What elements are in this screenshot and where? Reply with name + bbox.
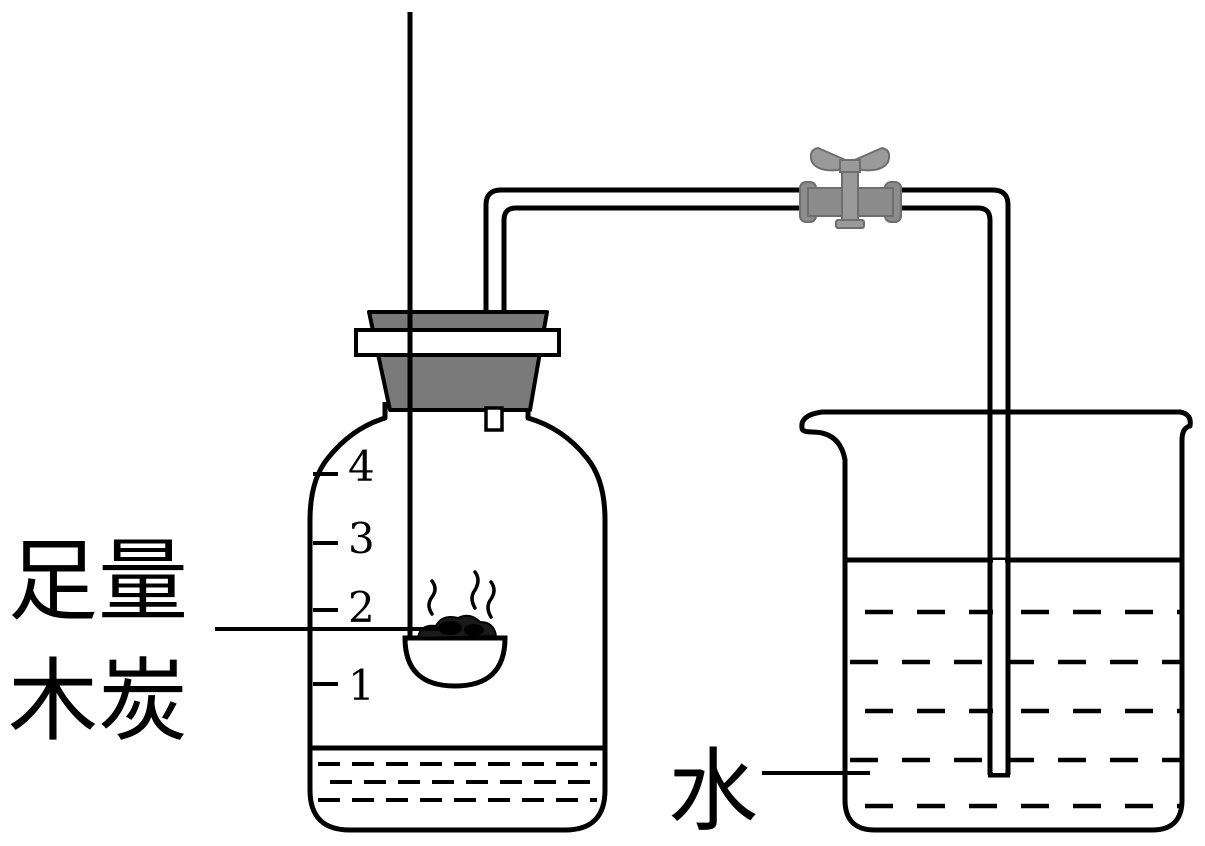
charcoal-label-line1: 足量	[8, 529, 188, 634]
water-label: 水	[668, 739, 758, 844]
scale-mark-3: 3	[348, 514, 375, 563]
scale-mark-4: 4	[348, 442, 375, 491]
beaker	[799, 409, 1193, 833]
glass-tube-outer	[483, 187, 1011, 775]
charcoal-label-line2: 木炭	[8, 649, 188, 754]
gas-bottle	[307, 402, 608, 833]
smoke-wisps-icon	[427, 570, 496, 619]
volume-scale: 4 3 2 1	[313, 442, 375, 710]
rubber-stopper	[367, 310, 549, 412]
short-tube-stub	[484, 406, 504, 432]
spring-clamp-icon	[799, 146, 902, 229]
bottle-water-dashes	[318, 762, 597, 802]
beaker-water-dashes	[850, 609, 1180, 809]
scale-mark-1: 1	[348, 661, 375, 710]
glass-tube-inner	[501, 205, 993, 775]
stopper-collar	[354, 328, 561, 357]
scale-mark-2: 2	[348, 583, 375, 632]
charcoal-icon	[416, 614, 498, 640]
combustion-spoon	[402, 635, 508, 689]
tube-in-water-mask	[993, 560, 1005, 773]
